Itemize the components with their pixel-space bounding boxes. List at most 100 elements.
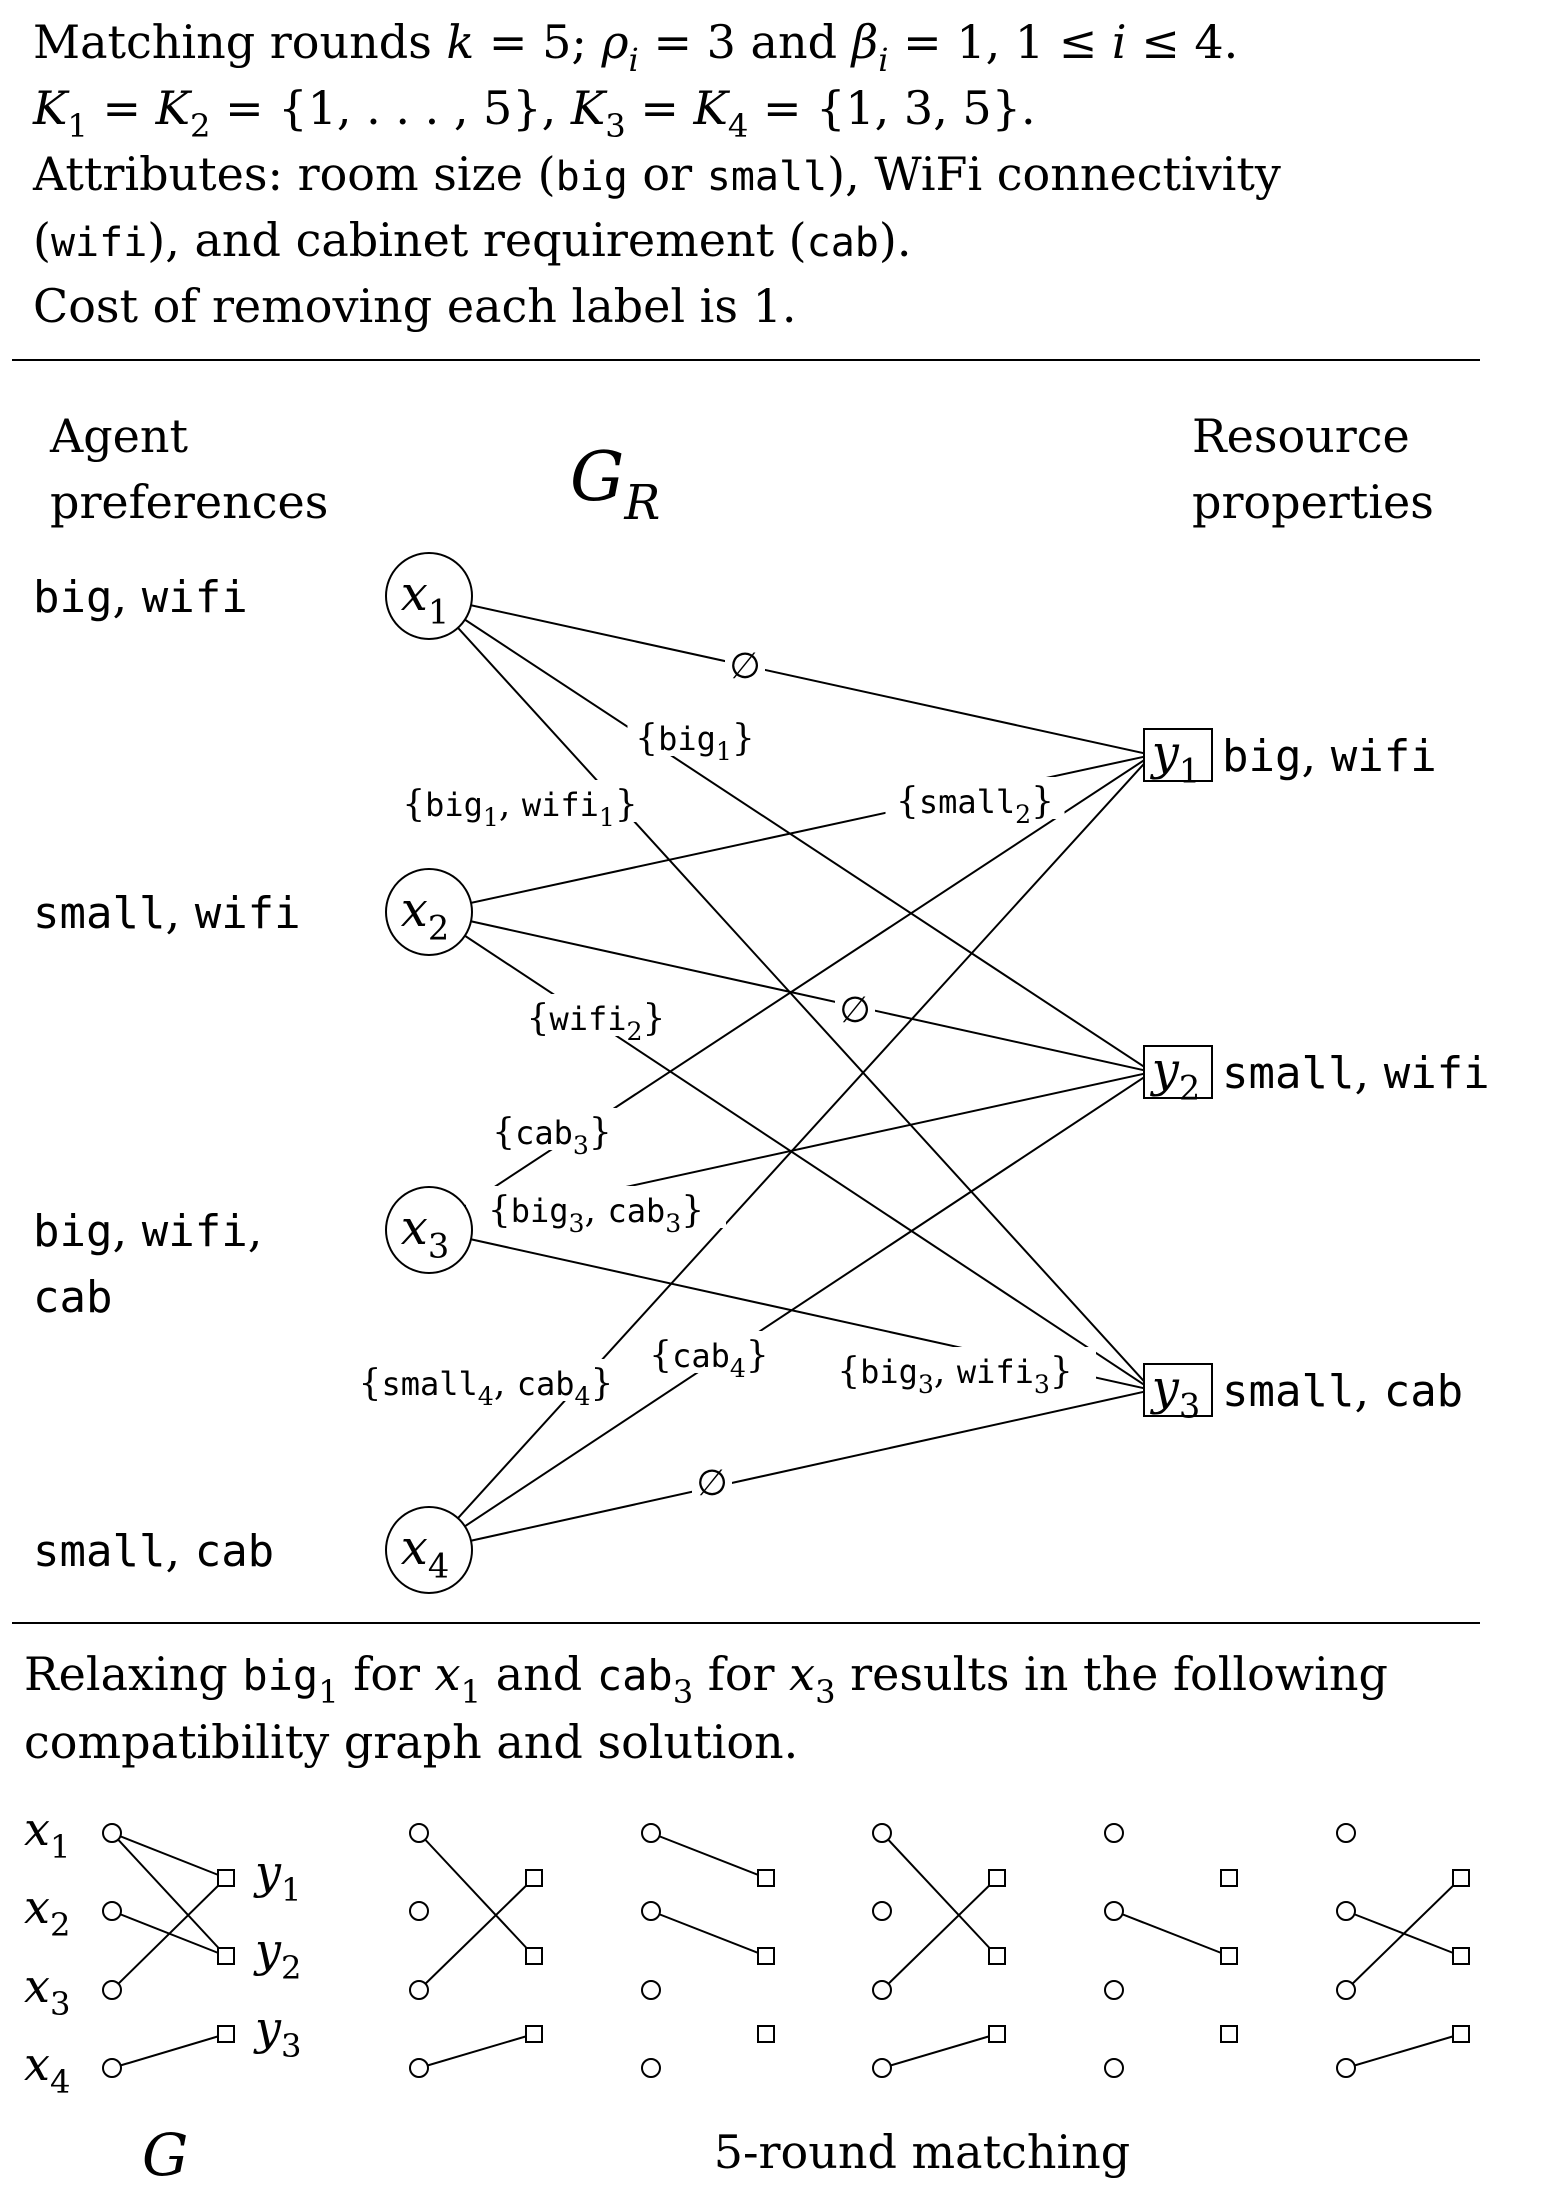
gr-edge-label: ∅ xyxy=(839,990,870,1031)
round-agent-node xyxy=(409,1980,429,2000)
agent-heading: preferences xyxy=(50,475,328,529)
resource-node xyxy=(1143,728,1213,782)
resource-node xyxy=(1143,1045,1213,1099)
round-resource-node xyxy=(988,1869,1006,1887)
resource-node-label: y1 xyxy=(1150,725,1201,790)
problem-statement: Matching rounds k = 5; ρi = 3 and βi = 1… xyxy=(32,15,1281,333)
round-resource-node xyxy=(757,1947,775,1965)
round-resource-node xyxy=(525,1947,543,1965)
agent-node-label: x4 xyxy=(401,1520,449,1585)
round-resource-node xyxy=(1220,2025,1238,2043)
round-agent-node xyxy=(409,1823,429,1843)
gr-edge-label: {wifi2} xyxy=(527,998,666,1046)
matching-edge xyxy=(418,1877,535,1991)
round-agent-node xyxy=(409,1901,429,1921)
round-agent-node xyxy=(872,1980,892,2000)
round-agent-node xyxy=(1104,1901,1124,1921)
matching-edge xyxy=(881,2033,998,2069)
resource-heading: properties xyxy=(1192,475,1434,529)
agent-preferences: big, wifi, xyxy=(33,1203,262,1257)
round-agent-node xyxy=(1336,2058,1356,2078)
round-agent-node xyxy=(1336,1980,1356,2000)
relax-line: compatibility graph and solution. xyxy=(24,1715,798,1769)
compat-agent-label: x1 xyxy=(24,1802,70,1866)
compat-edge xyxy=(111,1832,227,1957)
round-matching xyxy=(641,1823,775,2078)
compat-resource-label: y3 xyxy=(253,2001,301,2065)
round-agent-node xyxy=(641,1823,661,1843)
round-matchings: 5-round matching xyxy=(409,1823,1470,2179)
gr-edge-label: {small2} xyxy=(896,781,1054,829)
round-resource-node xyxy=(757,2025,775,2043)
compat-graph-label: G xyxy=(142,2121,188,2185)
matching-edge xyxy=(1113,1910,1230,1957)
gr-edge-label: {big1, wifi1} xyxy=(402,784,638,832)
resource-node-label: y3 xyxy=(1150,1360,1201,1425)
statement-line: K1 = K2 = {1, . . . , 5}, K3 = K4 = {1, … xyxy=(32,81,1036,145)
gr-edge-label: {cab4} xyxy=(649,1335,769,1383)
rounds-caption: 5-round matching xyxy=(714,2125,1131,2179)
resource-properties: big, wifi xyxy=(1222,728,1437,782)
round-agent-node xyxy=(1104,1980,1124,2000)
gr-edge-label: {big3, wifi3} xyxy=(837,1351,1073,1399)
matching-edge xyxy=(650,1832,767,1879)
relax-line: Relaxing big1 for x1 and cab3 for x3 res… xyxy=(24,1647,1388,1711)
compat-resource-node xyxy=(217,1869,235,1887)
compat-agent-node xyxy=(102,1823,122,1843)
resource-heading: Resource xyxy=(1192,409,1410,463)
round-agent-node xyxy=(872,2058,892,2078)
round-resource-node xyxy=(525,2025,543,2043)
gr-edge-label: {big1} xyxy=(635,718,755,766)
relaxation-graph: Agent preferences Resource properties GR ∅ {b… xyxy=(33,409,1490,1594)
resource-node xyxy=(1143,1363,1213,1417)
round-agent-node xyxy=(1336,1823,1356,1843)
agent-node-label: x2 xyxy=(401,882,449,947)
round-agent-node xyxy=(1336,1901,1356,1921)
gr-edge xyxy=(428,754,1153,1551)
round-agent-node xyxy=(1104,1823,1124,1843)
round-agent-node xyxy=(872,1823,892,1843)
agent-node-label: x3 xyxy=(401,1200,449,1265)
round-matching xyxy=(409,1823,543,2078)
compat-resource-label: y1 xyxy=(253,1845,301,1909)
gr-headings: Agent preferences Resource properties GR xyxy=(49,409,1434,531)
statement-line: Attributes: room size (big or small), Wi… xyxy=(32,147,1281,201)
gr-edge-labels: ∅ {big1} {big1, wifi1} {small2} ∅ {wifi2} {cab… xyxy=(334,646,1096,1504)
round-agent-node xyxy=(872,1901,892,1921)
round-matching xyxy=(872,1823,1006,2078)
gr-edge-label: {small4, cab4} xyxy=(359,1363,614,1411)
gr-edge xyxy=(428,754,1153,1231)
agent-node xyxy=(385,1506,473,1594)
gr-edge xyxy=(428,1389,1153,1551)
round-resource-node xyxy=(1220,1947,1238,1965)
statement-line: Matching rounds k = 5; ρi = 3 and βi = 1… xyxy=(33,15,1238,79)
round-agent-node xyxy=(641,2058,661,2078)
round-resource-node xyxy=(988,2025,1006,2043)
resource-properties: small, cab xyxy=(1222,1363,1463,1417)
matching-edge xyxy=(418,2033,535,2069)
gr-edge-label: ∅ xyxy=(729,646,760,687)
compat-agent-node xyxy=(102,2058,122,2078)
agent-node xyxy=(385,1186,473,1274)
round-matching xyxy=(1104,1823,1238,2078)
agent-preferences: small, wifi xyxy=(33,885,301,939)
compat-agent-label: x2 xyxy=(24,1880,70,1944)
compat-edge xyxy=(111,2033,227,2069)
matching-edge xyxy=(881,1832,998,1957)
round-resource-node xyxy=(1452,1947,1470,1965)
statement-line: Cost of removing each label is 1. xyxy=(33,279,797,333)
agent-preferences: big, wifi xyxy=(33,569,248,623)
compat-resource-node xyxy=(217,1947,235,1965)
matching-edge xyxy=(650,1910,767,1957)
gr-edge-label: ∅ xyxy=(696,1463,727,1504)
graph-title: GR xyxy=(570,438,660,531)
gr-edge-label: {cab3} xyxy=(492,1112,612,1160)
round-resource-node xyxy=(1452,1869,1470,1887)
agent-heading: Agent xyxy=(49,409,189,463)
round-agent-node xyxy=(1104,2058,1124,2078)
round-agent-node xyxy=(641,1980,661,2000)
gr-edge xyxy=(428,595,1153,756)
